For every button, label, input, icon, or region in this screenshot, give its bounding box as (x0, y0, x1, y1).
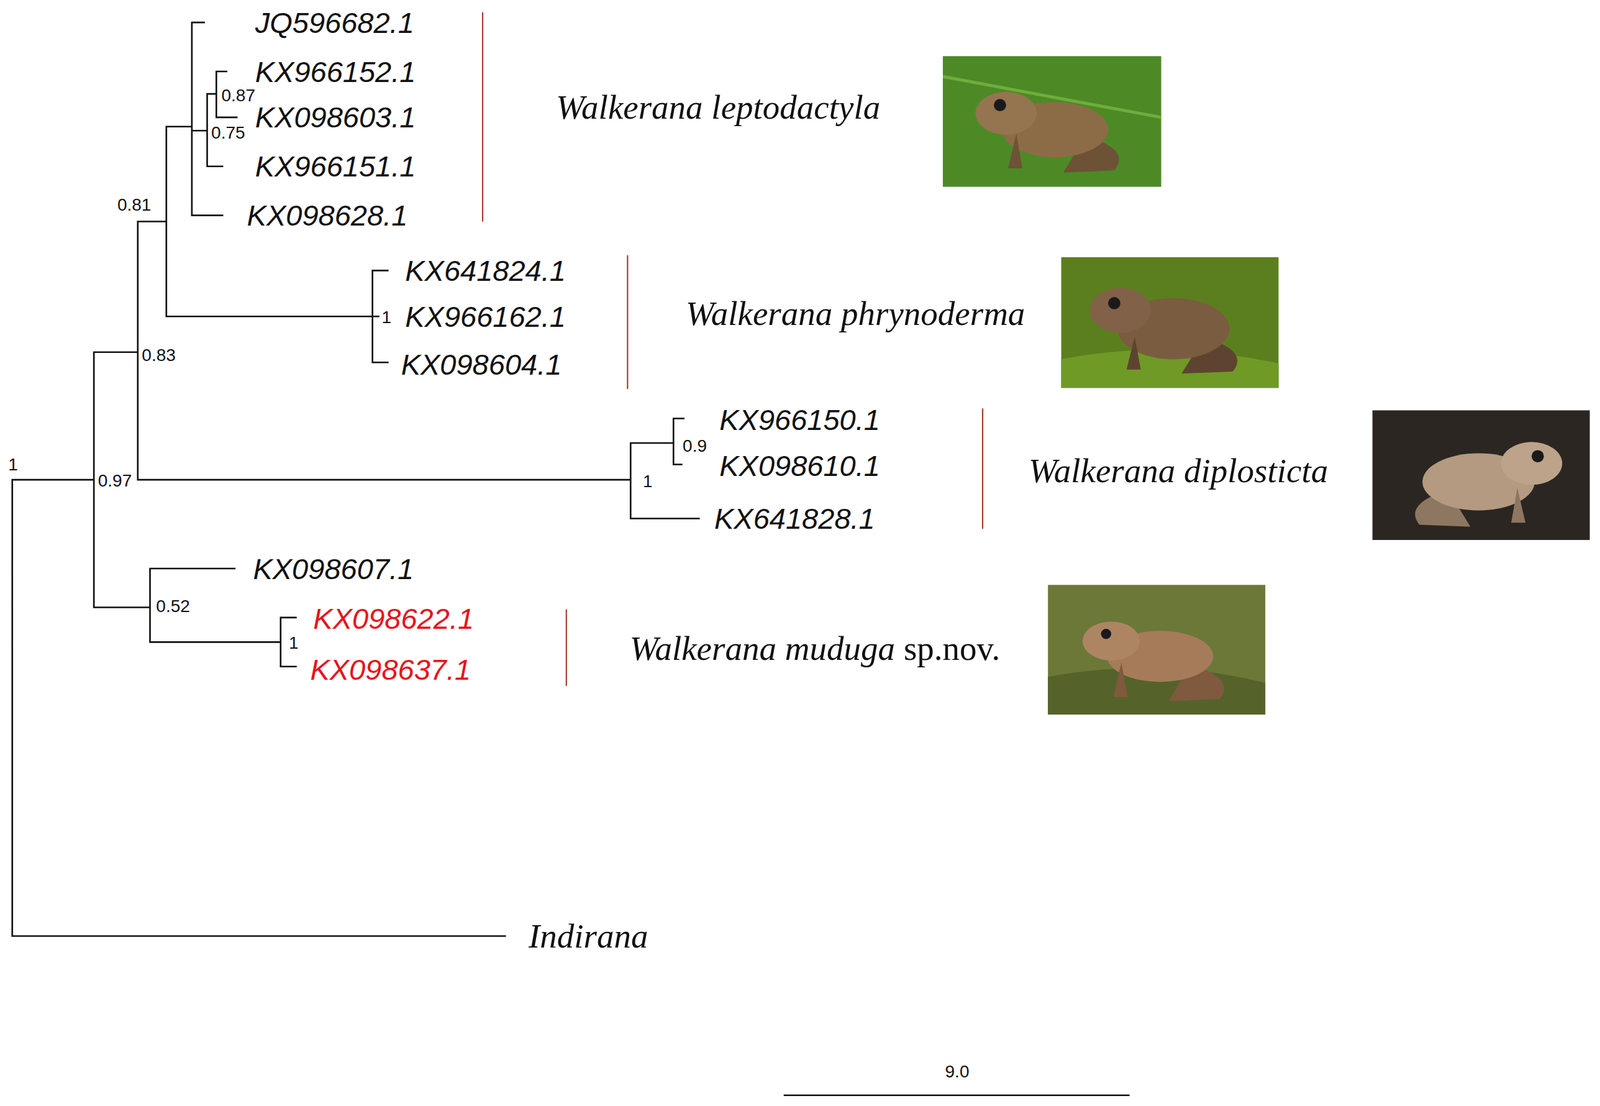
tip-label: KX098637.1 (309, 654, 471, 684)
tip-label: KX966162.1 (404, 301, 566, 332)
species-status: sp.nov. (903, 631, 1000, 666)
tip-label: KX966150.1 (719, 404, 881, 435)
support-value: 0.75 (211, 124, 246, 142)
support-value: 0.87 (221, 86, 256, 105)
tip-label: KX098603.1 (255, 102, 417, 132)
tip-label: KX098607.1 (252, 554, 414, 584)
frog-head (1082, 621, 1140, 660)
species-name: Walkerana phrynoderma (685, 296, 1025, 331)
tip-label: KX966152.1 (255, 57, 417, 87)
frog-leg (1008, 133, 1023, 169)
support-value: 1 (288, 634, 299, 652)
tip-label: KX098604.1 (401, 349, 563, 379)
frog-leg (1511, 487, 1526, 523)
tip-label: JQ596682.1 (255, 8, 415, 38)
support-value: 1 (642, 472, 653, 491)
support-value: 1 (8, 455, 19, 474)
tip-label: KX098628.1 (247, 200, 409, 230)
frog-eye (993, 98, 1007, 112)
frog-photo (1047, 584, 1266, 715)
photo-ground (1047, 584, 1266, 715)
photo-ground (942, 55, 1162, 187)
species-name: Walkerana muduga (629, 631, 896, 666)
frog-photo (1061, 257, 1279, 388)
frog-head (1501, 441, 1563, 485)
photo-ground (1372, 409, 1591, 540)
species-name: Walkerana diplosticta (1028, 453, 1328, 488)
frog-eye (1108, 296, 1121, 310)
frog-eye (1531, 449, 1545, 463)
frog-leg (1126, 336, 1141, 370)
frog-leg (1113, 662, 1128, 697)
frog-head (975, 91, 1038, 135)
frog-eye (1101, 628, 1112, 639)
frog-head (1090, 287, 1152, 333)
tree-branches (12, 22, 700, 936)
tip-label: KX641828.1 (714, 503, 876, 533)
species-name: Walkerana leptodactyla (555, 90, 881, 125)
photo-ground (1061, 257, 1279, 388)
frog-photo (1372, 409, 1591, 540)
tip-label: KX641824.1 (404, 255, 566, 286)
scale-value: 9.0 (945, 1062, 970, 1081)
support-value: 0.9 (682, 437, 707, 455)
tip-label: KX098622.1 (313, 603, 474, 633)
scale-bar (783, 1093, 1130, 1096)
support-value: 0.97 (98, 472, 133, 490)
tip-label: KX098610.1 (719, 450, 881, 481)
clade-bars (482, 12, 983, 686)
support-value: 0.83 (141, 346, 176, 364)
outgroup-label: Indirana (528, 918, 649, 953)
tip-label: KX966151.1 (255, 151, 417, 181)
support-value: 0.81 (117, 196, 152, 214)
support-value: 1 (381, 308, 392, 327)
support-value: 0.52 (155, 597, 191, 615)
frog-photo (942, 55, 1162, 187)
